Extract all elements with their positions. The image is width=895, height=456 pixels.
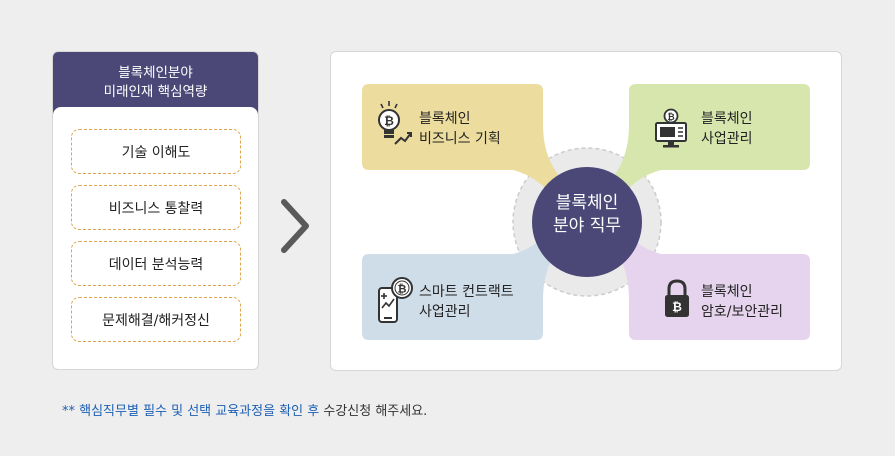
monitor-bitcoin-icon: ₿ xyxy=(655,108,687,148)
competency-item-data: 데이터 분석능력 xyxy=(71,241,241,286)
card-smart-contract xyxy=(362,222,579,340)
center-label-line1: 블록체인 xyxy=(555,193,619,213)
center-circle xyxy=(532,167,642,277)
card-smart-contract-line2: 사업관리 xyxy=(419,304,471,320)
lightbulb-bitcoin-icon: ₿ xyxy=(378,101,412,145)
competency-panel-header: 블록체인분야 미래인재 핵심역량 xyxy=(53,52,258,115)
card-security-management-line1: 블록체인 xyxy=(701,284,753,300)
card-business-planning xyxy=(362,84,579,202)
card-business-planning-line1: 블록체인 xyxy=(419,111,471,127)
card-business-planning-label: 블록체인 비즈니스 기획 xyxy=(419,109,501,149)
svg-text:₿: ₿ xyxy=(672,300,682,314)
competency-panel: 블록체인분야 미래인재 핵심역량 기술 이해도 비즈니스 통찰력 데이터 분석능… xyxy=(52,51,259,370)
card-business-management-line1: 블록체인 xyxy=(701,111,753,127)
chevron-right-icon xyxy=(281,199,309,253)
footnote-rest: 수강신청 해주세요. xyxy=(319,404,428,419)
padlock-bitcoin-icon: ₿ xyxy=(665,279,689,317)
header-title-line2: 미래인재 핵심역량 xyxy=(103,84,208,100)
card-business-management xyxy=(595,84,810,202)
card-business-management-line2: 사업관리 xyxy=(701,131,753,147)
card-business-management-label: 블록체인 사업관리 xyxy=(701,109,753,149)
competency-item-business: 비즈니스 통찰력 xyxy=(71,185,241,230)
card-security-management-line2: 암호/보안관리 xyxy=(701,304,783,320)
card-smart-contract-label: 스마트 컨트랙트 사업관리 xyxy=(419,282,514,322)
phone-contract-icon: ₿ xyxy=(378,277,413,323)
job-roles-panel: ₿ ₿ ₿ ₿ 블록체인 비즈니스 기획 블록체인 사업관리 xyxy=(330,51,842,371)
header-title-line1: 블록체인분야 xyxy=(118,65,193,81)
center-label: 블록체인 분야 직무 xyxy=(534,192,640,238)
svg-text:₿: ₿ xyxy=(384,114,394,128)
competency-item-problem-solving: 문제해결/해커정신 xyxy=(71,297,241,342)
svg-text:₿: ₿ xyxy=(667,112,674,123)
card-security-management-label: 블록체인 암호/보안관리 xyxy=(701,282,783,322)
card-smart-contract-line1: 스마트 컨트랙트 xyxy=(419,284,514,300)
competency-item-tech: 기술 이해도 xyxy=(71,129,241,174)
card-business-planning-line2: 비즈니스 기획 xyxy=(419,131,501,147)
footnote-highlight: ** 핵심직무별 필수 및 선택 교육과정을 확인 후 xyxy=(62,404,320,419)
svg-text:₿: ₿ xyxy=(398,283,407,296)
card-security-management xyxy=(595,222,810,340)
center-label-line2: 분야 직무 xyxy=(553,216,621,236)
footnote: ** 핵심직무별 필수 및 선택 교육과정을 확인 후 수강신청 해주세요. xyxy=(62,400,427,419)
job-roles-diagram xyxy=(362,84,810,340)
competency-list: 기술 이해도 비즈니스 통찰력 데이터 분석능력 문제해결/해커정신 xyxy=(71,129,241,353)
